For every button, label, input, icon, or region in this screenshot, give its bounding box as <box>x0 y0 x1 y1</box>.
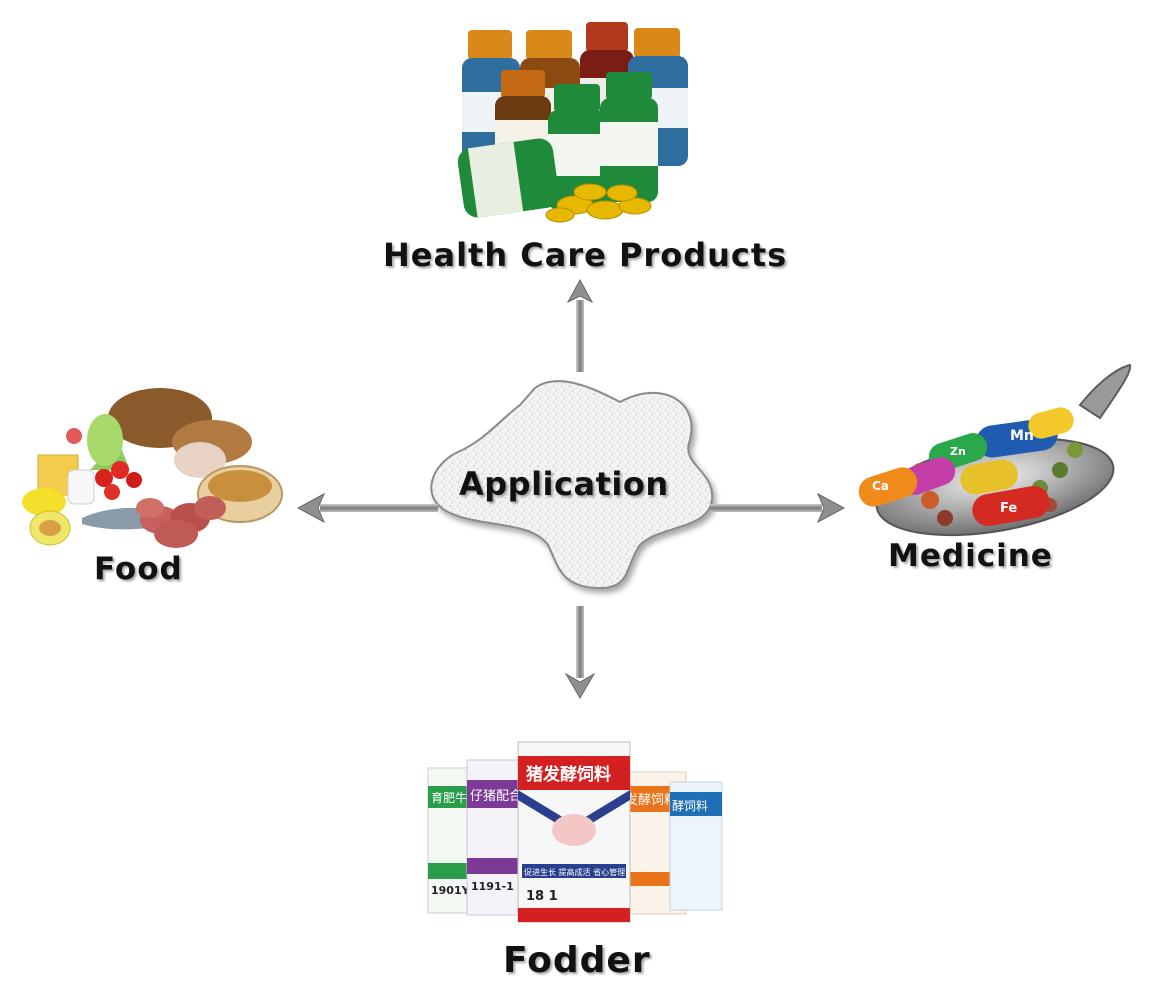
bottle-tipped <box>456 137 561 220</box>
capsule-mn: Mn <box>1010 428 1034 444</box>
capsule-fe: Fe <box>1000 501 1017 516</box>
health-care-products-image <box>456 22 688 222</box>
fodder-bag-main: 猪发酵饲料 促进生长 提高成活 省心管理 18 1 <box>518 742 630 922</box>
capsule-ca: Ca <box>872 479 889 493</box>
food-label: Food <box>94 551 183 587</box>
fodder-bag-title: 仔猪配合 <box>470 789 522 804</box>
medicine-image: Mn Zn Fe Ca <box>855 365 1130 551</box>
fodder-bag-code: 1191-1 <box>471 880 514 893</box>
application-label: Application <box>459 465 669 503</box>
fodder-bag: 酵饲料 <box>670 782 722 910</box>
health-care-products-label: Health Care Products <box>383 236 787 274</box>
arrow-left <box>298 494 438 522</box>
bottle <box>600 72 658 202</box>
fodder-bag-title: 发酵饲料 <box>625 792 677 808</box>
fodder-bag-subtitle: 促进生长 提高成活 省心管理 <box>524 867 625 877</box>
capsule-zn: Zn <box>950 445 966 458</box>
fodder-bag-title: 猪发酵饲料 <box>526 764 611 785</box>
fodder-image: 育肥牛羊 1901Y 仔猪配合 1191-1 发酵饲料 酵饲料 猪发酵饲料 <box>428 742 722 922</box>
fodder-label: Fodder <box>503 940 651 981</box>
arrow-right <box>710 494 844 522</box>
fodder-bag-code: 1901Y <box>431 884 471 897</box>
arrow-up <box>568 280 592 372</box>
fodder-bag-code: 18 1 <box>526 889 558 904</box>
arrow-down <box>566 606 594 698</box>
fodder-bag-title: 酵饲料 <box>672 799 708 813</box>
medicine-label: Medicine <box>888 538 1053 574</box>
food-image <box>22 388 282 548</box>
